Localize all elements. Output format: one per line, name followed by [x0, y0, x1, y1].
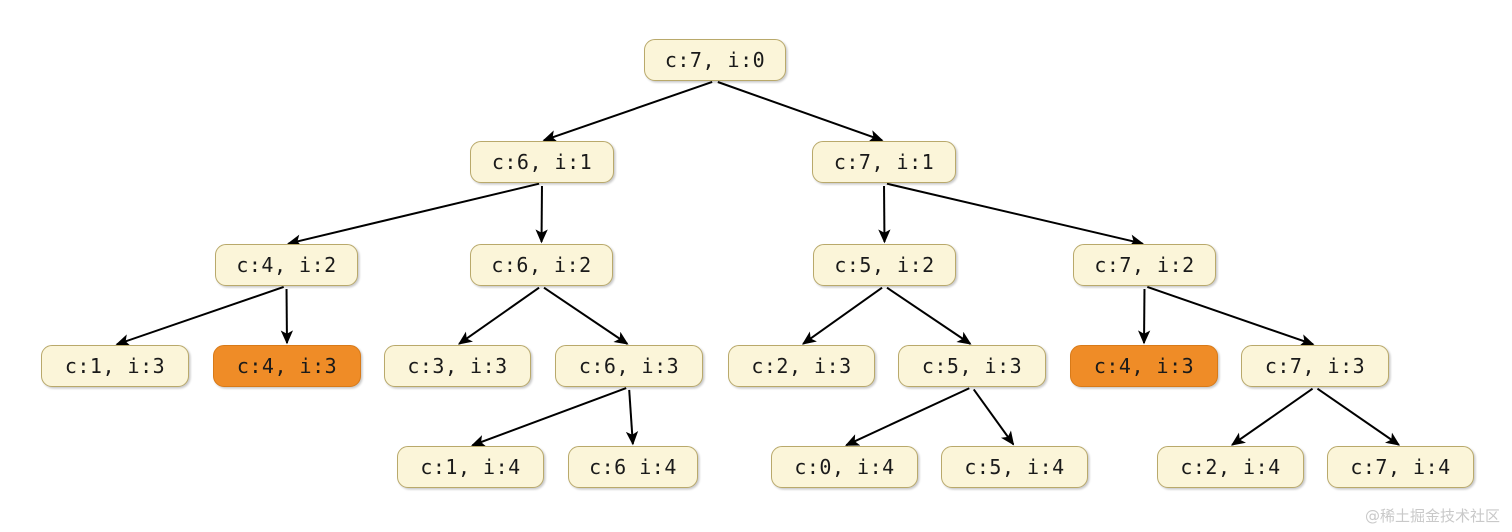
- tree-node: c:5, i:3: [898, 345, 1046, 387]
- tree-edge: [1316, 387, 1401, 446]
- tree-node: c:7, i:4: [1327, 446, 1474, 488]
- tree-node: c:7, i:3: [1241, 345, 1389, 387]
- tree-edge: [886, 286, 972, 345]
- tree-node: c:6 i:4: [568, 446, 698, 488]
- tree-node: c:3, i:3: [384, 345, 531, 387]
- tree-node: c:0, i:4: [771, 446, 918, 488]
- tree-node: c:1, i:3: [41, 345, 189, 387]
- tree-node: c:5, i:4: [941, 446, 1088, 488]
- watermark: @稀土掘金技术社区: [1364, 507, 1500, 525]
- tree-edge: [1147, 286, 1315, 347]
- tree-edge: [972, 388, 1015, 446]
- tree-node: c:7, i:1: [812, 141, 956, 183]
- tree-node-highlighted: c:4, i:3: [213, 345, 361, 387]
- tree-edge: [625, 389, 639, 446]
- tree-node: c:4, i:2: [215, 244, 358, 286]
- tree-edge: [845, 387, 970, 447]
- tree-edge: [886, 182, 1144, 247]
- tree-edge: [801, 286, 883, 345]
- tree-edge: [115, 286, 284, 347]
- tree-node: c:6, i:3: [555, 345, 703, 387]
- tree-edge: [457, 286, 540, 345]
- tree-node: c:5, i:2: [813, 244, 956, 286]
- tree-edge: [471, 387, 627, 447]
- tree-node: c:6, i:2: [470, 244, 613, 286]
- tree-edge: [1230, 387, 1314, 446]
- tree-node: c:7, i:2: [1073, 244, 1216, 286]
- tree-node: c:2, i:4: [1157, 446, 1304, 488]
- tree-edge: [543, 286, 629, 345]
- tree-edge: [287, 182, 540, 247]
- tree-node: c:7, i:0: [644, 39, 786, 81]
- tree-edge: [717, 81, 884, 142]
- tree-edge: [542, 81, 713, 143]
- tree-node: c:6, i:1: [470, 141, 614, 183]
- tree-node: c:2, i:3: [728, 345, 875, 387]
- tree-node: c:1, i:4: [397, 446, 544, 488]
- tree-node-highlighted: c:4, i:3: [1070, 345, 1218, 387]
